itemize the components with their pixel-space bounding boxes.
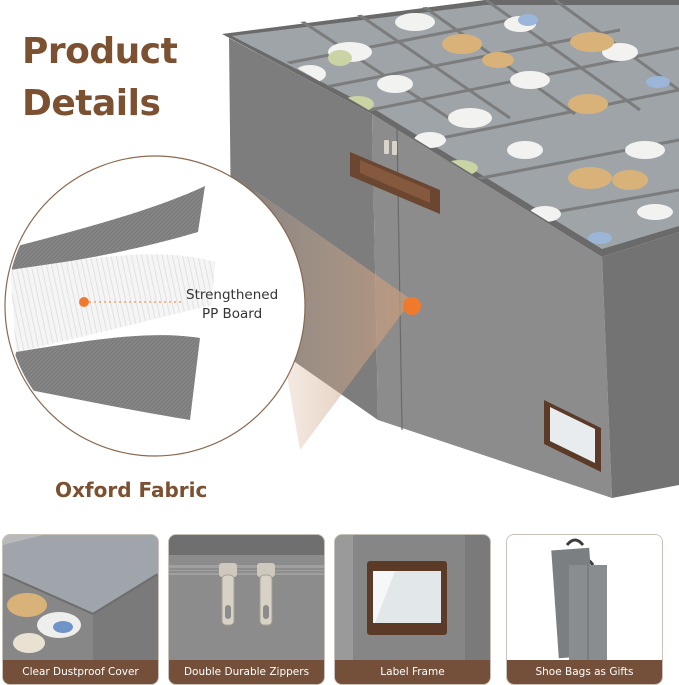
material-label: Oxford Fabric — [55, 478, 208, 502]
feature-caption: Double Durable Zippers — [169, 660, 324, 684]
callout-line-2: PP Board — [201, 306, 263, 322]
storage-box — [222, 0, 679, 498]
page-title-line-1: Product — [22, 31, 178, 72]
dustproof-cover-photo — [3, 535, 158, 684]
feature-card-shoe-bags: Shoe Bags as Gifts — [506, 534, 663, 685]
label-frame-photo — [335, 535, 490, 684]
page-title-line-2: Details — [22, 83, 161, 124]
feature-caption: Label Frame — [335, 660, 490, 684]
feature-card-label-frame: Label Frame — [334, 534, 491, 685]
feature-card-zippers: Double Durable Zippers — [168, 534, 325, 685]
shoe-bags-photo — [507, 535, 662, 684]
feature-card-dustproof-cover: Clear Dustproof Cover — [2, 534, 159, 685]
pp-board-callout: Strengthened PP Board — [186, 286, 278, 324]
feature-caption: Shoe Bags as Gifts — [507, 660, 662, 684]
zipper-photo — [169, 535, 324, 684]
callout-line-1: Strengthened — [186, 287, 279, 303]
product-hero-illustration — [4, 0, 679, 498]
callout-dot-box — [403, 297, 421, 315]
feature-caption: Clear Dustproof Cover — [3, 660, 158, 684]
magnifier-lens — [4, 155, 306, 457]
feature-thumbnails: Clear Dustproof Cover Double Durable Zip… — [0, 534, 679, 685]
